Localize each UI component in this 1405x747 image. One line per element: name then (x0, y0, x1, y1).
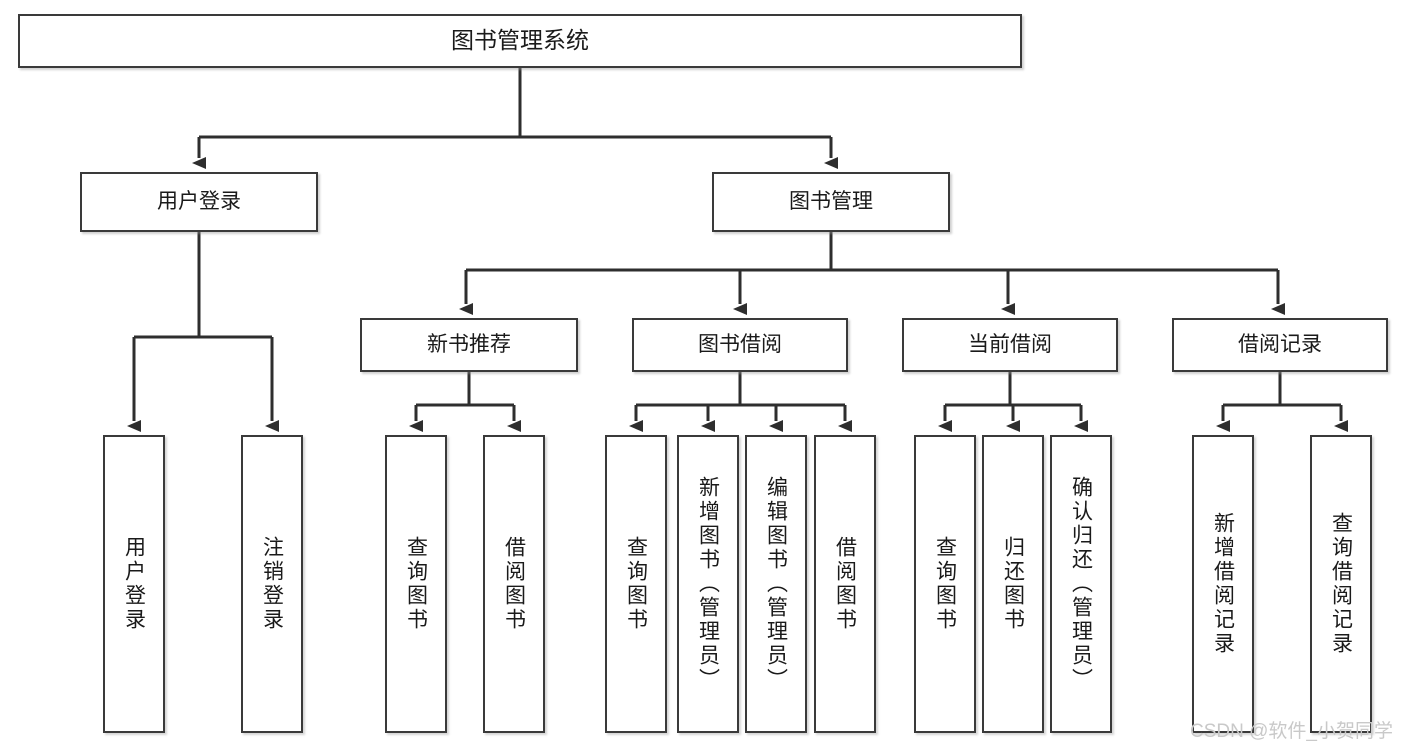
level3-node-4-label: 借阅记录 (1238, 333, 1322, 357)
level3-node-4: 借阅记录 (1172, 318, 1388, 372)
leaf-node-10: 归还图书 (982, 435, 1044, 733)
leaf-node-9-label: 查询图书 (933, 536, 957, 632)
leaf-node-7: 编辑图书（管理员） (745, 435, 807, 733)
leaf-node-10-label: 归还图书 (1001, 536, 1025, 632)
root-node-book-management-system: 图书管理系统 (18, 14, 1022, 68)
leaf-node-13-label: 查询借阅记录 (1329, 512, 1353, 656)
leaf-node-12-label: 新增借阅记录 (1211, 512, 1235, 656)
leaf-node-11-label: 确认归还（管理员） (1069, 476, 1093, 692)
leaf-node-5: 查询图书 (605, 435, 667, 733)
leaf-node-12: 新增借阅记录 (1192, 435, 1254, 733)
level2-node-2-label: 图书管理 (789, 190, 873, 214)
level3-node-2: 图书借阅 (632, 318, 848, 372)
leaf-node-4: 借阅图书 (483, 435, 545, 733)
connector-lines (127, 68, 1348, 432)
leaf-node-9: 查询图书 (914, 435, 976, 733)
leaf-node-8-label: 借阅图书 (833, 536, 857, 632)
level3-node-1-label: 新书推荐 (427, 333, 511, 357)
leaf-node-5-label: 查询图书 (624, 536, 648, 632)
level3-node-1: 新书推荐 (360, 318, 578, 372)
level2-node-1-label: 用户登录 (157, 190, 241, 214)
level2-node-1: 用户登录 (80, 172, 318, 232)
level2-node-2: 图书管理 (712, 172, 950, 232)
leaf-node-4-label: 借阅图书 (502, 536, 526, 632)
level3-node-3-label: 当前借阅 (968, 333, 1052, 357)
leaf-node-6-label: 新增图书（管理员） (696, 476, 720, 692)
root-node-book-management-system-label: 图书管理系统 (451, 27, 589, 54)
leaf-node-3: 查询图书 (385, 435, 447, 733)
level3-node-3: 当前借阅 (902, 318, 1118, 372)
leaf-node-8: 借阅图书 (814, 435, 876, 733)
leaf-node-1: 用户登录 (103, 435, 165, 733)
leaf-node-2: 注销登录 (241, 435, 303, 733)
leaf-node-7-label: 编辑图书（管理员） (764, 476, 788, 692)
level3-node-2-label: 图书借阅 (698, 333, 782, 357)
leaf-node-13: 查询借阅记录 (1310, 435, 1372, 733)
leaf-node-6: 新增图书（管理员） (677, 435, 739, 733)
leaf-node-1-label: 用户登录 (122, 536, 146, 632)
leaf-node-2-label: 注销登录 (260, 536, 284, 632)
leaf-node-3-label: 查询图书 (404, 536, 428, 632)
leaf-node-11: 确认归还（管理员） (1050, 435, 1112, 733)
